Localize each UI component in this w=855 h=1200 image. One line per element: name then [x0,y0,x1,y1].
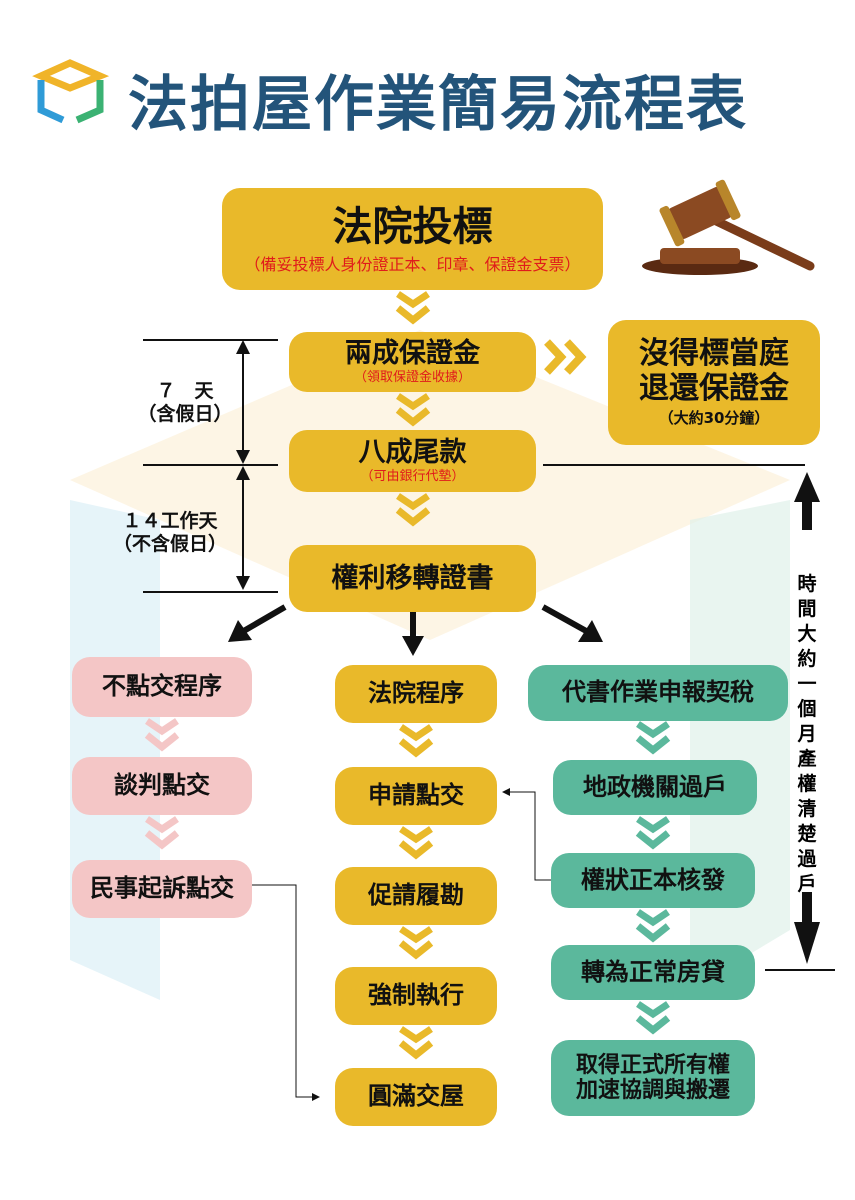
left-step-2: 談判點交 [72,757,252,815]
title-transfer-box: 權利移轉證書 [289,545,536,612]
balance-note: （可由銀行代墊） [360,469,465,485]
page-title: 法拍屋作業簡易流程表 [128,70,748,140]
chevron-down-icon [635,909,671,943]
divider-line [543,464,805,466]
right-step-5: 取得正式所有權 加速協調與搬遷 [551,1040,755,1116]
refund-box: 沒得標當庭 退還保證金 （大約30分鐘） [608,320,820,445]
chevron-down-icon [398,1026,434,1060]
court-bidding-note: （備妥投標人身份證正本、印章、保證金支票） [244,254,581,274]
title-transfer-label: 權利移轉證書 [331,562,494,594]
chevron-down-icon [395,291,431,325]
chevron-down-icon [635,1001,671,1035]
seven-days-note: （含假日） [137,402,233,425]
deposit-label: 兩成保證金 [345,338,480,369]
right-step-3: 權狀正本核發 [551,853,755,908]
refund-line1: 沒得標當庭 [639,336,789,372]
refund-note: （大約30分鐘） [658,409,770,428]
gavel-icon [642,179,815,275]
chevron-down-icon [398,724,434,758]
month-arrow-icon [794,472,820,964]
chevron-down-icon [635,721,671,755]
middle-step-1: 法院程序 [335,665,497,723]
right-step-5-line1: 取得正式所有權 [575,1052,730,1078]
fourteen-days-label: １４工作天 （不含假日） [100,510,240,556]
balance-label: 八成尾款 [358,437,467,468]
chevron-down-icon [398,926,434,960]
chevron-down-icon [144,816,180,850]
fourteen-days-text: １４工作天 [122,510,218,532]
chevron-down-icon [398,826,434,860]
fourteen-days-note: （不含假日） [112,532,227,555]
middle-step-2: 申請點交 [335,767,497,825]
chevron-down-icon [144,718,180,752]
double-chevron-right-icon [544,339,587,375]
right-step-1: 代書作業申報契稅 [528,665,788,721]
divider-line [765,969,835,971]
refund-line2: 退還保證金 [639,370,789,406]
logo-icon [32,59,110,124]
chevron-down-icon [395,393,431,427]
double-arrow-icon [236,340,250,590]
chevron-down-icon [635,816,671,850]
balance-box: 八成尾款 （可由銀行代墊） [289,430,536,492]
seven-days-text: ７ 天 [156,380,214,402]
deposit-note: （領取保證金收據） [353,370,471,386]
deposit-box: 兩成保證金 （領取保證金收據） [289,332,536,392]
court-bidding-box: 法院投標 （備妥投標人身份證正本、印章、保證金支票） [222,188,603,290]
right-step-4: 轉為正常房貸 [551,945,755,1000]
month-label: 時間大約一個月產權清楚過戶 [797,573,817,895]
middle-step-4: 強制執行 [335,967,497,1025]
left-step-3: 民事起訴點交 [72,860,252,918]
divider-line [143,591,278,593]
divider-line [143,339,278,341]
left-step-1: 不點交程序 [72,657,252,717]
court-bidding-label: 法院投標 [332,203,493,250]
chevron-down-icon [395,493,431,527]
right-step-5-line2: 加速協調與搬遷 [575,1078,730,1103]
right-step-2: 地政機關過戶 [553,760,757,815]
seven-days-label: ７ 天 （含假日） [135,380,235,426]
divider-line [143,464,278,466]
middle-step-5: 圓滿交屋 [335,1068,497,1126]
middle-step-3: 促請履勘 [335,867,497,925]
